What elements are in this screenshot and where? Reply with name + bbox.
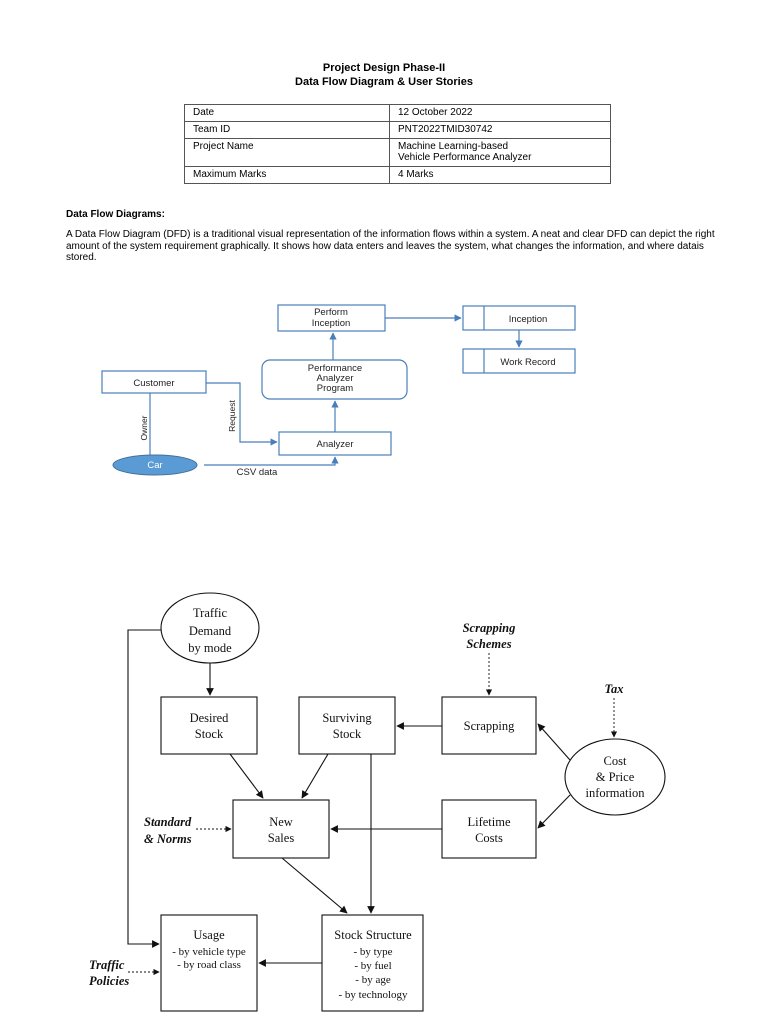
standard-norms-label: Standard bbox=[144, 815, 192, 829]
lifetime-costs-box bbox=[441, 799, 537, 859]
table-value: Machine Learning-based Vehicle Performan… bbox=[389, 138, 611, 167]
customer-label: Customer bbox=[133, 378, 174, 389]
usage-label: Usage bbox=[193, 928, 225, 942]
lifetime-costs-label: Lifetime bbox=[467, 815, 510, 829]
project-info-table: Date 12 October 2022 Team ID PNT2022TMID… bbox=[184, 104, 611, 184]
standard-norms-label: & Norms bbox=[144, 832, 192, 846]
section-paragraph: A Data Flow Diagram (DFD) is a tradition… bbox=[66, 229, 715, 263]
stock-structure-label: - by technology bbox=[338, 989, 408, 1001]
usage-label: - by vehicle type bbox=[172, 946, 246, 958]
cost-price-label: Cost bbox=[604, 754, 627, 768]
traffic-demand-label: Demand bbox=[189, 624, 232, 638]
stock-structure-label: - by type bbox=[353, 946, 392, 958]
document-subtitle: Data Flow Diagram & User Stories bbox=[295, 76, 473, 88]
stock-structure-label: - by fuel bbox=[354, 960, 391, 972]
table-row: Team ID PNT2022TMID30742 bbox=[184, 121, 611, 139]
desired-stock-label: Stock bbox=[195, 727, 224, 741]
surviving-stock-box bbox=[298, 696, 396, 755]
scrapping-schemes-label: Scrapping bbox=[463, 621, 516, 635]
usage-label: - by road class bbox=[177, 959, 241, 971]
desired-stock-label: Desired bbox=[190, 711, 230, 725]
analyzer-label: Analyzer bbox=[317, 439, 354, 450]
stock-structure-label: Stock Structure bbox=[334, 928, 412, 942]
traffic-demand-label: by mode bbox=[188, 641, 232, 655]
new-sales-label: New bbox=[269, 815, 293, 829]
table-row: Date 12 October 2022 bbox=[184, 104, 611, 122]
traffic-demand-label: Traffic bbox=[193, 606, 227, 620]
tax-label: Tax bbox=[605, 682, 624, 696]
perform-inception-label: Perform bbox=[314, 307, 348, 318]
inception-label: Inception bbox=[509, 314, 548, 325]
usage-box bbox=[160, 914, 258, 1012]
csv-data-label: CSV data bbox=[237, 467, 278, 478]
car-label: Car bbox=[147, 460, 162, 471]
scrapping-schemes-label: Schemes bbox=[466, 637, 511, 651]
new-sales-label: Sales bbox=[268, 831, 295, 845]
work-record-label: Work Record bbox=[500, 357, 555, 368]
traffic-policies-label: Traffic bbox=[89, 958, 125, 972]
work-record-box bbox=[462, 348, 576, 374]
table-row: Maximum Marks 4 Marks bbox=[184, 166, 611, 184]
traffic-policies-label: Policies bbox=[89, 974, 129, 988]
surviving-stock-label: Surviving bbox=[322, 711, 372, 725]
performance-program-box bbox=[261, 359, 408, 400]
desired-stock-box bbox=[160, 696, 258, 755]
section-heading: Data Flow Diagrams: bbox=[66, 209, 165, 220]
stock-structure-label: - by age bbox=[355, 974, 391, 986]
performance-program-label: Performance bbox=[308, 363, 362, 374]
table-value: 4 Marks bbox=[389, 166, 611, 184]
owner-label: Owner bbox=[139, 415, 149, 440]
lifetime-costs-label: Costs bbox=[475, 831, 503, 845]
cost-price-label: & Price bbox=[596, 770, 635, 784]
document-title: Project Design Phase-II bbox=[322, 62, 446, 74]
performance-program-label: Analyzer bbox=[317, 373, 354, 384]
perform-inception-label: Inception bbox=[312, 318, 351, 329]
cost-price-label: information bbox=[585, 786, 645, 800]
cost-price-node bbox=[564, 738, 666, 816]
request-label: Request bbox=[227, 400, 237, 432]
scrapping-label: Scrapping bbox=[464, 719, 515, 733]
table-key: Maximum Marks bbox=[184, 166, 390, 184]
car-ellipse bbox=[112, 454, 198, 476]
customer-box bbox=[101, 370, 207, 394]
new-sales-box bbox=[232, 799, 330, 859]
surviving-stock-label: Stock bbox=[333, 727, 362, 741]
performance-program-label: Program bbox=[317, 383, 354, 394]
